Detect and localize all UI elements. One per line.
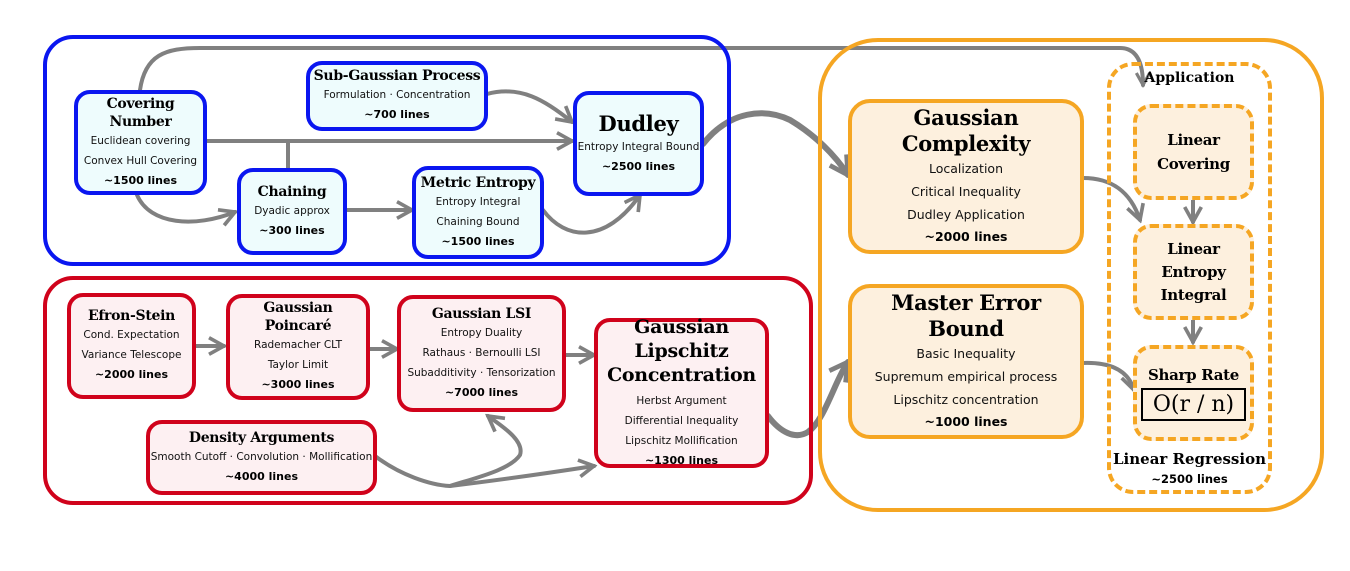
node-linear-covering[interactable]: Linear Covering: [1133, 104, 1254, 200]
node-title: Gaussian Lipschitz: [634, 316, 729, 362]
node-gaussian-poincare[interactable]: Gaussian Poincaré Rademacher CLT Taylor …: [226, 294, 370, 400]
node-title: Integral: [1160, 285, 1227, 304]
node-item: Variance Telescope: [81, 349, 182, 361]
application-footer-title: Linear Regression: [1113, 450, 1266, 468]
node-item: Chaining Bound: [436, 215, 520, 228]
node-title: Linear: [1167, 239, 1220, 258]
node-item: Taylor Limit: [267, 359, 329, 371]
node-master-error-bound[interactable]: Master Error Bound Basic Inequality Supr…: [848, 284, 1084, 439]
node-item: Lipschitz concentration: [893, 392, 1039, 407]
node-item: Formulation · Concentration: [323, 89, 471, 101]
node-title: Sub-Gaussian Process: [313, 68, 481, 84]
node-item: Herbst Argument: [636, 395, 727, 407]
node-title: Dudley: [598, 110, 679, 136]
node-line-count: ~1500 lines: [103, 173, 178, 187]
node-title: Efron-Stein: [87, 308, 176, 324]
edge-density-to-lsi: [373, 416, 523, 489]
node-line-count: ~300 lines: [259, 223, 325, 237]
node-item: Dudley Application: [907, 207, 1025, 222]
node-item: Entropy Integral Bound: [577, 140, 700, 153]
node-sub-gaussian-process[interactable]: Sub-Gaussian Process Formulation · Conce…: [306, 61, 488, 131]
node-item: Rathaus · Bernoulli LSI: [422, 346, 541, 359]
node-line-count: ~7000 lines: [444, 385, 519, 399]
node-title: Master Error Bound: [891, 290, 1041, 341]
edge-covering-to-chaining: [135, 193, 235, 222]
node-item: Subadditivity · Tensorization: [407, 366, 556, 379]
edge-lipschitz-to-master: [765, 362, 851, 439]
node-title: Gaussian Complexity: [901, 105, 1031, 156]
node-covering-number[interactable]: Covering Number Euclidean covering Conve…: [74, 90, 207, 195]
node-gaussian-complexity[interactable]: Gaussian Complexity Localization Critica…: [848, 99, 1084, 254]
node-line-count: ~3000 lines: [261, 378, 335, 391]
edge-density-to-lipschitz: [448, 466, 594, 488]
node-title: Metric Entropy: [420, 174, 536, 191]
node-item: Entropy Duality: [440, 326, 523, 339]
edge-complexity-to-linear-entropy: [1081, 176, 1140, 220]
node-item: Basic Inequality: [916, 346, 1016, 361]
node-linear-entropy-integral[interactable]: Linear Entropy Integral: [1133, 224, 1254, 320]
node-line-count: ~4000 lines: [224, 469, 299, 483]
node-title: Entropy: [1161, 262, 1226, 281]
node-item: Critical Inequality: [911, 184, 1021, 199]
node-line-count: ~1500 lines: [441, 234, 515, 248]
node-title: Linear: [1167, 131, 1220, 149]
edge-subgaussian-to-dudley: [485, 89, 572, 122]
node-item: Rademacher CLT: [254, 339, 342, 351]
node-item: Entropy Integral: [435, 195, 521, 208]
node-title: Gaussian Poincaré: [263, 300, 333, 334]
node-item: Lipschitz Mollification: [625, 435, 738, 447]
node-line-count: ~2000 lines: [94, 368, 169, 381]
node-item: Euclidean covering: [90, 134, 191, 147]
group-concentration: [43, 276, 813, 505]
node-item: Dyadic approx: [254, 204, 330, 217]
node-chaining[interactable]: Chaining Dyadic approx ~300 lines: [237, 168, 347, 255]
application-title: Application: [1144, 70, 1235, 86]
node-item: Cond. Expectation: [83, 329, 180, 341]
node-title: Chaining: [257, 183, 327, 200]
group-dudley: [43, 35, 731, 266]
edge-master-to-sharp-rate: [1081, 360, 1134, 390]
node-line-count: ~700 lines: [364, 108, 430, 121]
node-title: Covering Number: [106, 95, 175, 130]
group-application: [1107, 62, 1272, 494]
node-title: Concentration: [607, 364, 756, 386]
sharp-rate-formula: O(r / n): [1140, 387, 1247, 421]
node-item: Localization: [928, 161, 1004, 176]
node-title: Gaussian LSI: [431, 305, 532, 322]
node-title: Density Arguments: [188, 429, 335, 446]
node-dudley[interactable]: Dudley Entropy Integral Bound ~2500 line…: [573, 91, 704, 196]
node-title: Sharp Rate: [1147, 365, 1240, 384]
node-efron-stein[interactable]: Efron-Stein Cond. Expectation Variance T…: [67, 293, 196, 399]
node-density-arguments[interactable]: Density Arguments Smooth Cutoff · Convol…: [146, 420, 377, 495]
group-main-results: [818, 38, 1324, 512]
node-item: Convex Hull Covering: [83, 154, 198, 167]
node-line-count: ~1000 lines: [924, 414, 1008, 429]
node-line-count: ~2000 lines: [924, 229, 1008, 244]
edge-metric-entropy-to-dudley: [541, 195, 640, 235]
node-gaussian-lipschitz-concentration[interactable]: Gaussian Lipschitz Concentration Herbst …: [594, 316, 769, 468]
node-metric-entropy[interactable]: Metric Entropy Entropy Integral Chaining…: [412, 166, 544, 259]
node-sharp-rate[interactable]: Sharp Rate O(r / n): [1133, 345, 1254, 441]
node-line-count: ~2500 lines: [601, 159, 676, 173]
application-footer-lines: ~2500 lines: [1151, 472, 1228, 486]
node-item: Supremum empirical process: [874, 369, 1058, 384]
node-item: Differential Inequality: [624, 415, 739, 427]
node-item: Smooth Cutoff · Convolution · Mollificat…: [150, 450, 373, 463]
node-line-count: ~1300 lines: [644, 454, 719, 467]
node-title: Covering: [1157, 155, 1230, 173]
node-gaussian-lsi[interactable]: Gaussian LSI Entropy Duality Rathaus · B…: [397, 295, 566, 412]
